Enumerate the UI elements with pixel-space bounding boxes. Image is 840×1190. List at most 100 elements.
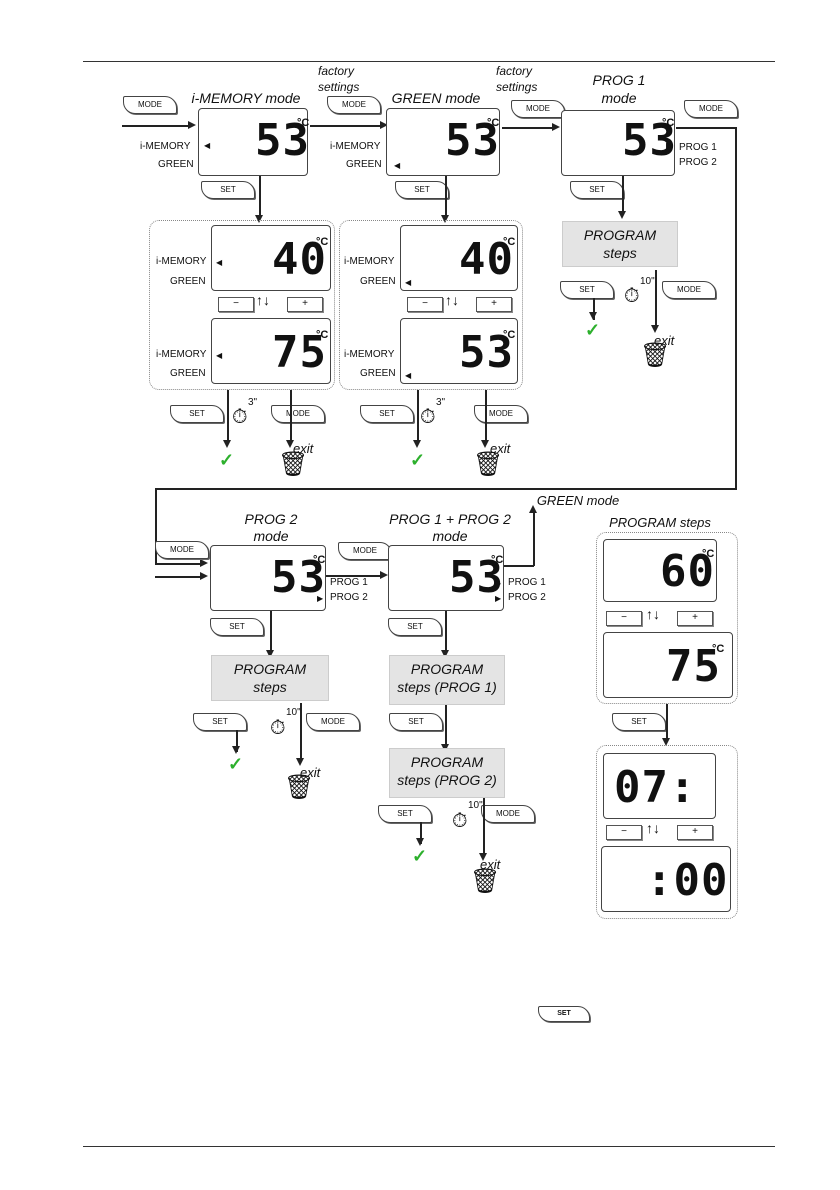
program-steps-box: PROGRAM steps [562, 221, 678, 267]
set-button[interactable]: SET [210, 618, 264, 636]
indicator-arrow-icon: ◀ [394, 161, 401, 170]
green-label: GREEN [360, 368, 396, 379]
arrow-line [236, 730, 238, 752]
plus-button[interactable]: + [476, 297, 512, 312]
set-button[interactable]: SET [389, 713, 443, 731]
celsius-unit: °C [491, 554, 504, 566]
mode-button[interactable]: MODE [481, 805, 535, 823]
plus-button[interactable]: + [677, 611, 713, 626]
program-steps-detail-title: PROGRAM steps [609, 515, 711, 530]
mode-button[interactable]: MODE [271, 405, 325, 423]
timer-icon: ⏱ [270, 717, 286, 739]
green-label: GREEN [360, 276, 396, 287]
arrow-line [310, 125, 380, 127]
prog1-label: PROG 1 [679, 142, 717, 153]
settings-label: settings [496, 80, 538, 94]
indicator-arrow-icon: ◀ [204, 141, 211, 150]
mode-button[interactable]: MODE [474, 405, 528, 423]
celsius-unit: °C [316, 329, 329, 341]
green-label: GREEN [346, 159, 382, 170]
set-button[interactable]: SET [388, 618, 442, 636]
prog1-label: PROG 1 [508, 577, 546, 588]
timeout-label: 3" [436, 397, 446, 408]
mode-button[interactable]: MODE [662, 281, 716, 299]
set-button[interactable]: SET [193, 713, 247, 731]
prog1-mode-title-line1: PROG 1 [592, 72, 646, 88]
green-label: GREEN [158, 159, 194, 170]
arrow-line [483, 798, 485, 854]
arrow-line [445, 705, 447, 745]
arrow-line [485, 390, 487, 442]
arrow-head [416, 838, 424, 846]
mode-button[interactable]: MODE [155, 541, 209, 559]
indicator-arrow-icon: ▶ [666, 141, 673, 150]
set-button[interactable]: SET [570, 181, 624, 199]
updown-arrows-icon: ↑↓ [646, 606, 660, 622]
green-main-value: 53 [445, 115, 500, 166]
arrow-line [155, 576, 201, 578]
imemory-high-value: 75 [272, 327, 327, 378]
mode-button[interactable]: MODE [338, 542, 392, 560]
mode-button[interactable]: MODE [511, 100, 565, 118]
mode-button[interactable]: MODE [123, 96, 177, 114]
set-button[interactable]: SET [170, 405, 224, 423]
prog2-main-display: 53 °C ▶ [210, 545, 326, 611]
celsius-unit: °C [712, 643, 725, 655]
mode-button[interactable]: MODE [684, 100, 738, 118]
plus-button[interactable]: + [677, 825, 713, 840]
arrow-head [481, 440, 489, 448]
arrow-line [504, 565, 534, 567]
set-button[interactable]: SET [378, 805, 432, 823]
mode-button[interactable]: MODE [327, 96, 381, 114]
imemory-label: i-MEMORY [156, 349, 207, 360]
green-low-value: 40 [459, 234, 514, 285]
arrow-head [232, 746, 240, 754]
set-button[interactable]: SET [560, 281, 614, 299]
loop-line [155, 488, 737, 490]
minus-button[interactable]: − [218, 297, 254, 312]
minus-button[interactable]: − [606, 825, 642, 840]
green-high-display: 53 °C ◀ [400, 318, 518, 384]
minus-button[interactable]: − [407, 297, 443, 312]
prog2-mode-title-line1: PROG 2 [244, 511, 298, 527]
prog1-main-display: 53 °C ▶ [561, 110, 676, 176]
timeout-label: 10" [468, 800, 483, 811]
set-button[interactable]: SET [395, 181, 449, 199]
program-steps-prog2-box: PROGRAM steps (PROG 2) [389, 748, 505, 798]
green-settings-group [339, 220, 523, 390]
mode-button[interactable]: MODE [306, 713, 360, 731]
exit-basket-icon: 🗑 [470, 868, 501, 895]
temperature-steps-group [596, 532, 738, 704]
loop-line [735, 127, 737, 489]
exit-label: exit [654, 333, 675, 348]
step-minute-value: :00 [646, 855, 729, 906]
indicator-arrow-icon: ▶ [495, 594, 502, 603]
indicator-arrow-icon: ◀ [405, 371, 412, 380]
arrow-line [259, 176, 261, 216]
minus-button[interactable]: − [606, 611, 642, 626]
program-steps-line2: steps [253, 679, 287, 695]
loop-line [155, 488, 157, 564]
indicator-arrow-icon: ▶ [317, 594, 324, 603]
set-button[interactable]: SET [612, 713, 666, 731]
arrow-head [380, 571, 388, 579]
exit-basket-icon: 🗑 [640, 342, 671, 369]
program-steps-line2: steps [603, 245, 637, 261]
arrow-head [662, 738, 670, 746]
program-steps-line1: PROGRAM [410, 754, 484, 770]
set-button[interactable]: SET [201, 181, 255, 199]
step-temp2-display: 75 °C [603, 632, 733, 698]
arrow-head [413, 440, 421, 448]
plus-button[interactable]: + [287, 297, 323, 312]
green-mode-return-label: GREEN mode [536, 493, 620, 508]
loop-line [676, 127, 736, 129]
arrow-line [227, 390, 229, 442]
set-button[interactable]: SET [360, 405, 414, 423]
celsius-unit: °C [487, 117, 500, 129]
timer-icon: ⏱ [420, 406, 436, 428]
step-temp2-value: 75 [666, 641, 721, 692]
step-temp1-value: 60 [660, 546, 715, 597]
prog2-label: PROG 2 [330, 592, 368, 603]
arrow-head [200, 572, 208, 580]
arrow-head [441, 650, 449, 658]
